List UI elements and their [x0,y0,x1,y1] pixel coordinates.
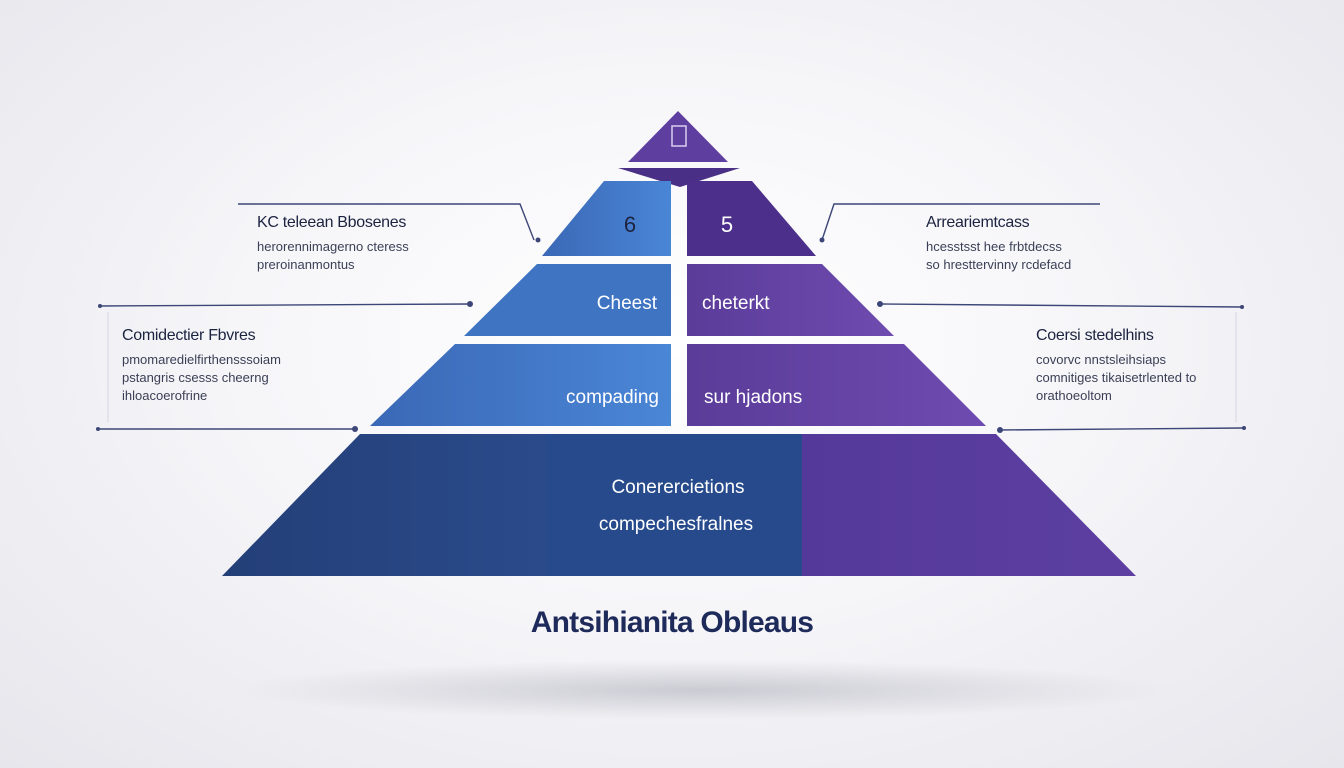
base-label-line2: compechesfralnes [599,514,753,535]
tier2-left-label: Cheest [597,293,658,314]
base-label-line1: Conerercietions [611,477,744,498]
callout-text-line: pstangris csesss cheerng [122,370,269,385]
callout-text-line: pmomaredielfirthensssoiam [122,352,281,367]
ground-shadow [230,660,1170,720]
callout-title: KC teleean Bbosenes [257,214,407,231]
tier2-left-block [464,264,671,336]
apex-icon [671,125,687,147]
callout-title: Coersi stedelhins [1036,327,1154,344]
callout-text-line: herorennimagerno cteress [257,239,409,254]
apex-collar [618,168,740,187]
tier1-right-block [687,181,816,256]
callout-text-line: so hresttervinny rcdefacd [926,257,1072,272]
pyramid-apex [628,111,728,162]
base-right-block [802,434,1136,576]
tier3-right-block [687,344,986,426]
callout-top-right: Arreariemtcass hcesstsst hee frbtdecss s… [926,214,1071,274]
tier1-right-label: 5 [721,212,733,237]
callout-title: Arreariemtcass [926,214,1030,231]
base-center-block [546,434,802,576]
base-left-block [222,434,546,576]
connector-top-left [238,203,535,241]
callout-title: Comidectier Fbvres [122,327,256,344]
callout-text-line: comnitiges tikaisetrlented to [1036,370,1197,385]
callout-top-left: KC teleean Bbosenes herorennimagerno cte… [257,214,409,274]
connector-endpoints [96,237,1246,433]
connector-bottom-right [999,427,1245,431]
tier2-right-label: cheterkt [702,293,770,314]
tier2-right-block [687,264,894,336]
callout-text-line: preroinanmontus [257,257,355,272]
tier3-left-label: compading [566,387,659,408]
callout-mid-left: Comidectier Fbvres pmomaredielfirthensss… [122,327,281,405]
connector-lines [98,203,1245,431]
callout-text-line: hcesstsst hee frbtdecss [926,239,1062,254]
callout-text-line: ihloacoerofrine [122,388,208,403]
callout-guides [107,312,1237,422]
footer-title: Antsihianita Obleaus [530,606,814,639]
tier1-left-block [542,181,671,256]
connector-top-right [821,203,1100,241]
tier3-right-label: sur hjadons [704,387,802,408]
callout-mid-right: Coersi stedelhins covorvc nnstsleihsiaps… [1036,327,1196,405]
connector-mid-right [879,303,1243,308]
callout-text-line: orathoeoltom [1036,388,1112,403]
callout-text-line: covorvc nnstsleihsiaps [1036,352,1167,367]
tier1-left-label: 6 [624,212,636,237]
tier3-left-block [370,344,671,426]
connector-mid-left [99,303,471,307]
